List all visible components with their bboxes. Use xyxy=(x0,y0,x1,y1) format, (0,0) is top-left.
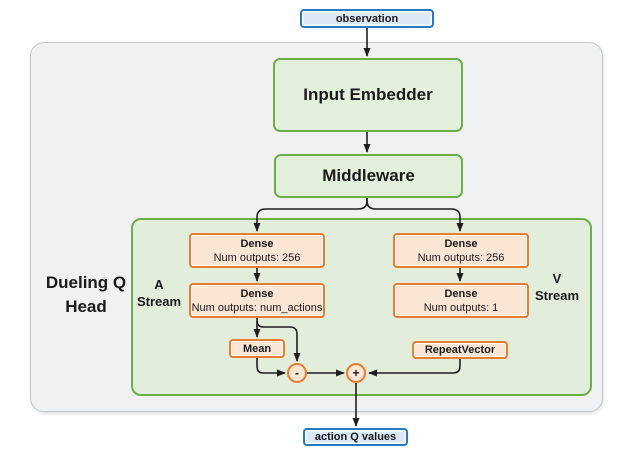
a-stream-dense1-subtitle: Num outputs: 256 xyxy=(213,251,301,264)
v-stream-dense2-node: Dense Num outputs: 1 xyxy=(393,283,529,318)
head-title-line1: Dueling Q xyxy=(45,273,127,292)
a-stream-dense2-subtitle: Num outputs: num_actions xyxy=(191,301,323,314)
middleware-node: Middleware xyxy=(274,154,463,198)
v-stream-label-line2: Stream xyxy=(534,288,580,303)
a-stream-dense2-title: Dense xyxy=(240,287,274,300)
a-stream-dense1-title: Dense xyxy=(240,237,274,250)
v-stream-dense1-node: Dense Num outputs: 256 xyxy=(393,233,529,268)
a-stream-label-line1: A xyxy=(154,277,164,292)
minus-operator-label: - xyxy=(295,366,299,380)
middleware-label: Middleware xyxy=(322,166,415,185)
a-stream-dense1-node: Dense Num outputs: 256 xyxy=(189,233,325,268)
observation-label: observation xyxy=(335,12,399,25)
v-stream-label-line1: V xyxy=(552,271,562,286)
a-stream-label: A Stream xyxy=(133,276,185,310)
mean-label: Mean xyxy=(242,342,272,355)
plus-operator-label: + xyxy=(352,366,360,380)
v-stream-dense1-subtitle: Num outputs: 256 xyxy=(417,251,505,264)
minus-operator-node: - xyxy=(287,363,307,383)
plus-operator-node: + xyxy=(346,363,366,383)
input-embedder-label: Input Embedder xyxy=(303,85,433,104)
observation-node: observation xyxy=(300,9,434,28)
a-stream-dense2-node: Dense Num outputs: num_actions xyxy=(189,283,325,318)
v-stream-label: V Stream xyxy=(529,270,585,304)
action-q-values-node: action Q values xyxy=(303,428,408,446)
a-stream-label-line2: Stream xyxy=(136,294,182,309)
v-stream-dense2-title: Dense xyxy=(444,287,478,300)
repeat-vector-label: RepeatVector xyxy=(424,344,496,356)
mean-node: Mean xyxy=(229,339,285,358)
v-stream-dense1-title: Dense xyxy=(444,237,478,250)
head-title: Dueling Q Head xyxy=(30,271,142,319)
input-embedder-node: Input Embedder xyxy=(273,58,463,132)
v-stream-dense2-subtitle: Num outputs: 1 xyxy=(423,301,499,314)
repeat-vector-node: RepeatVector xyxy=(412,341,508,359)
head-title-line2: Head xyxy=(65,297,107,316)
action-q-values-label: action Q values xyxy=(314,431,397,443)
